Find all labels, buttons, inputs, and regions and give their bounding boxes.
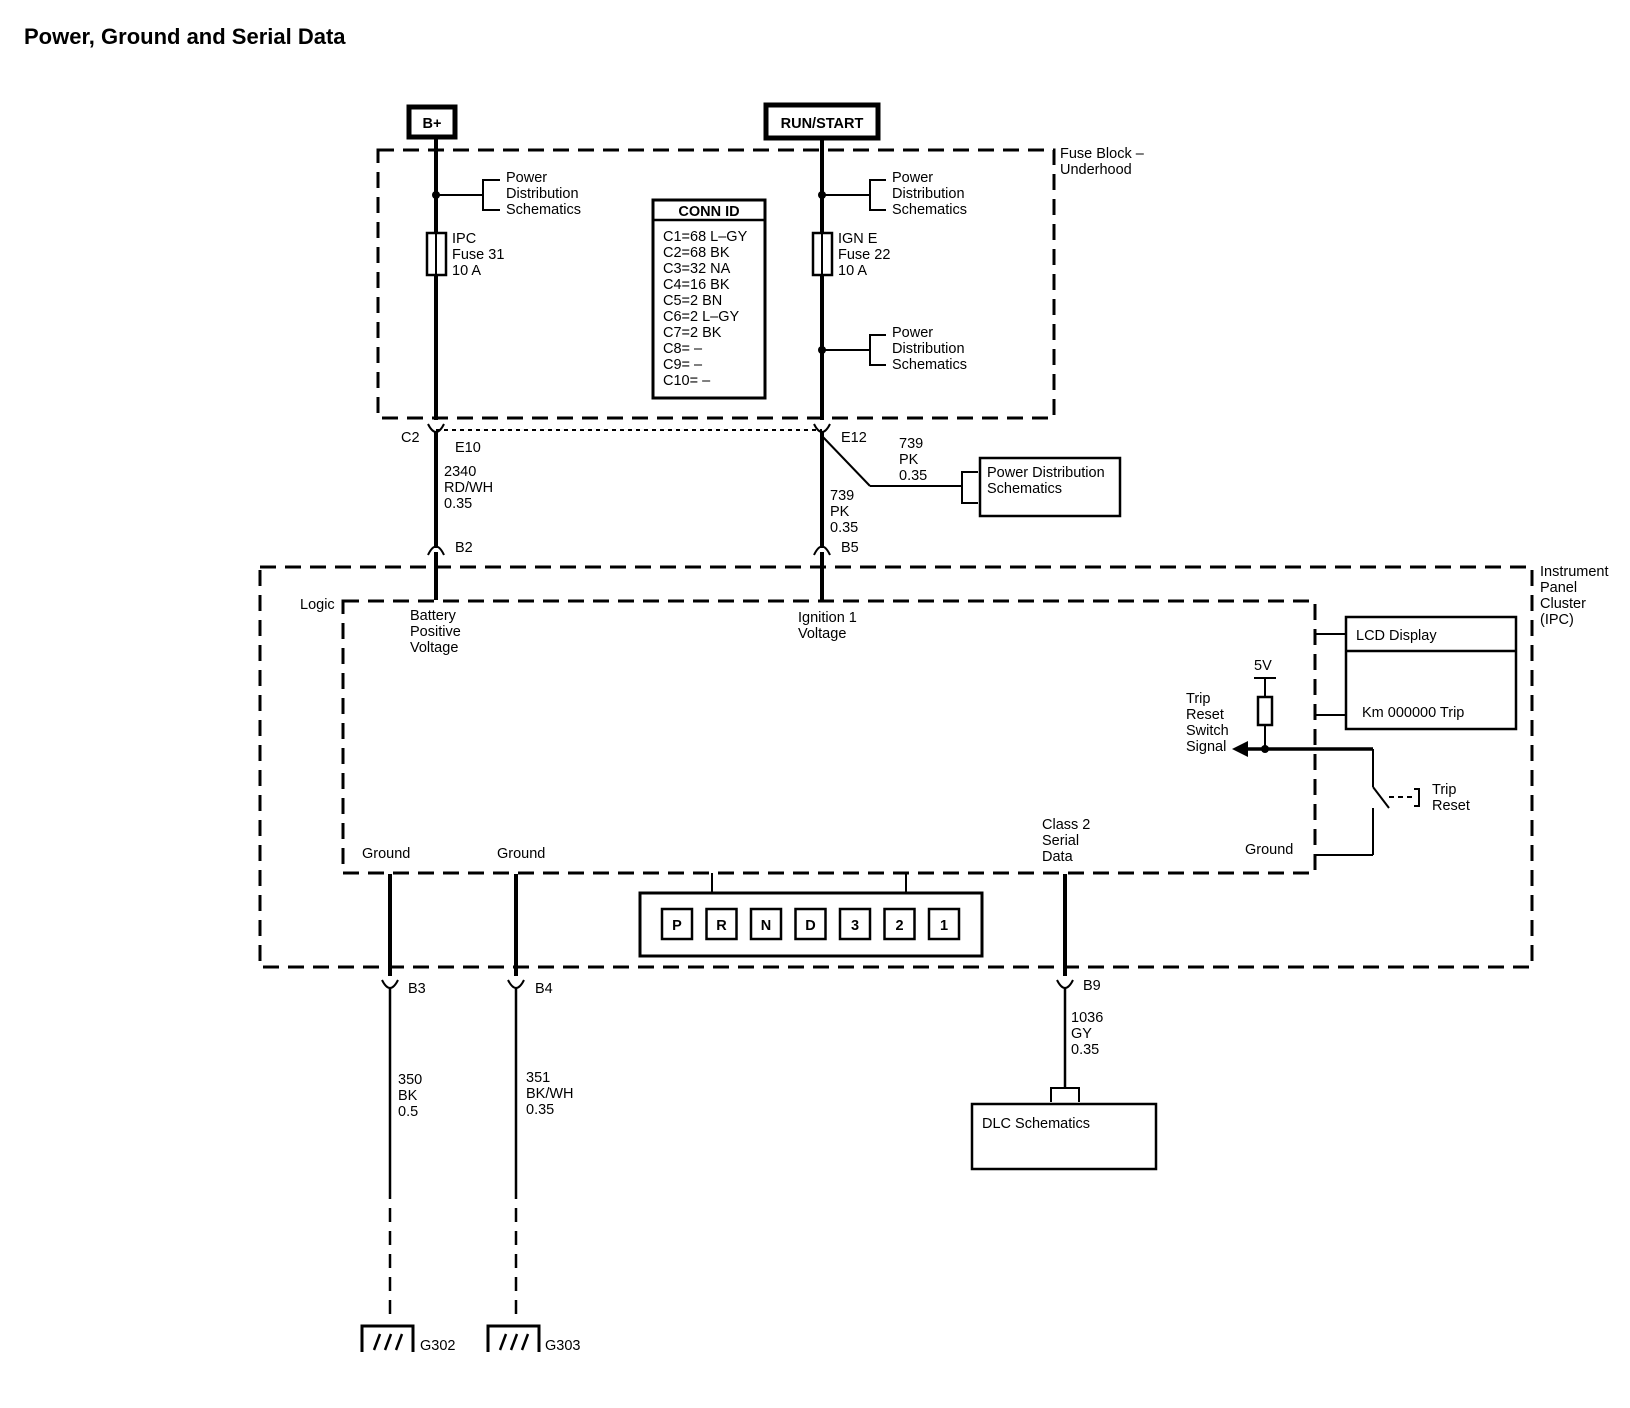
fuse-block-outline xyxy=(376,148,1056,420)
ignition-source-label: RUN/START xyxy=(781,116,864,132)
ground-label-2: Ground xyxy=(497,846,545,862)
battery-source-label: B+ xyxy=(423,116,442,132)
prndl-indicator: P R N D 3 2 1 xyxy=(638,873,984,958)
b3-label: B3 xyxy=(408,981,426,997)
e10-label: E10 xyxy=(455,440,481,456)
lcd-display: LCD Display Km 000000 Trip xyxy=(1344,615,1518,731)
power-dist-bracket xyxy=(482,179,500,211)
svg-text:DLC Schematics: DLC Schematics xyxy=(982,1116,1090,1132)
logic-label: Logic xyxy=(300,597,335,613)
signal-arrow-icon xyxy=(1232,741,1248,757)
dlc-box: DLC Schematics xyxy=(970,1102,1158,1171)
ipc-outline xyxy=(258,565,1534,969)
svg-text:Power Distribution Schem: Power Distribution Schematics xyxy=(987,465,1109,497)
power-dist-label-3: Power Distribution Schematics xyxy=(892,325,969,373)
g302-label: G302 xyxy=(420,1338,455,1354)
wire-739-branch xyxy=(821,435,871,487)
five-v-label: 5V xyxy=(1254,658,1272,674)
power-dist-label-2: Power Distribution Schematics xyxy=(892,170,969,218)
power-dist-label-1: Power Distribution Schematics xyxy=(506,170,583,218)
ground-symbol-g303: G303 xyxy=(486,1324,580,1354)
prndl-letter: N xyxy=(761,918,771,934)
g303-label: G303 xyxy=(545,1338,580,1354)
ign-fuse-label: IGN E Fuse 22 10 A xyxy=(838,231,894,279)
prndl-letter: 1 xyxy=(940,918,948,934)
pd-box-bracket xyxy=(961,471,978,504)
trip-reset-switch xyxy=(1372,786,1390,809)
lcd-display-reading: Km 000000 Trip xyxy=(1362,705,1464,721)
wire-350-label: 350 BK 0.5 xyxy=(398,1072,426,1120)
c2-label: C2 xyxy=(401,430,420,446)
wire-2340-label: 2340 RD/WH 0.35 xyxy=(444,464,497,512)
wire-1036-label: 1036 GY 0.35 xyxy=(1071,1010,1107,1058)
ground-symbol-g302: G302 xyxy=(360,1324,455,1354)
trip-reset-label: Trip Reset xyxy=(1432,782,1470,814)
ignition-voltage-label: Ignition 1 Voltage xyxy=(798,610,861,642)
battery-voltage-label: Battery Positive Voltage xyxy=(410,608,465,656)
page-title: Power, Ground and Serial Data xyxy=(24,24,346,49)
prndl-cell xyxy=(705,907,738,941)
wire-739-label: 739 PK 0.35 xyxy=(830,488,858,536)
prndl-cell xyxy=(927,907,961,941)
ipc-fuse-label: IPC Fuse 31 10 A xyxy=(452,231,508,279)
prndl-cell xyxy=(794,907,827,941)
b5-connector xyxy=(813,545,831,556)
prndl-cell xyxy=(660,907,694,941)
b9-connector xyxy=(1056,979,1074,989)
e12-label: E12 xyxy=(841,430,867,446)
b2-label: B2 xyxy=(455,540,473,556)
conn-id-rows: C1=68 L–GY C2=68 BK C3=32 NA C4=16 BK C5… xyxy=(663,229,751,389)
ground-right-label: Ground xyxy=(1245,842,1293,858)
trip-signal-label: Trip Reset Switch Signal xyxy=(1186,691,1233,755)
wire-739-branch-label: 739 PK 0.35 xyxy=(899,436,927,484)
logic-outline xyxy=(341,599,1317,875)
prndl-letter: R xyxy=(716,918,727,934)
ground-label-1: Ground xyxy=(362,846,410,862)
class2-label: Class 2 Serial Data xyxy=(1042,817,1094,865)
wire-351-label: 351 BK/WH 0.35 xyxy=(526,1070,578,1118)
prndl-cell xyxy=(838,907,872,941)
prndl-letter: 2 xyxy=(895,918,903,934)
prndl-letter: D xyxy=(805,918,815,934)
prndl-letter: P xyxy=(672,918,682,934)
conn-id-header: CONN ID xyxy=(678,204,739,220)
prndl-cell xyxy=(749,907,783,941)
b3-connector xyxy=(381,979,399,989)
battery-source: B+ xyxy=(406,104,458,140)
ipc-label: Instrument Panel Cluster (IPC) xyxy=(1540,564,1613,628)
lcd-display-title: LCD Display xyxy=(1356,628,1437,644)
power-distribution-box: Power Distribution Schematics xyxy=(978,456,1122,518)
b4-connector xyxy=(507,979,525,989)
ignition-source: RUN/START xyxy=(763,102,881,141)
b2-connector xyxy=(427,545,445,556)
b5-label: B5 xyxy=(841,540,859,556)
conn-id-table: CONN ID C1=68 L–GY C2=68 BK C3=32 NA C4=… xyxy=(651,198,767,400)
svg-text:Fuse Block –Underhood: Fuse Block –Underhood xyxy=(1060,146,1145,178)
b4-label: B4 xyxy=(535,981,553,997)
prndl-letter: 3 xyxy=(851,918,859,934)
pullup-resistor xyxy=(1256,695,1274,727)
prndl-cell xyxy=(883,907,916,941)
b9-label: B9 xyxy=(1083,978,1101,994)
fuse-block-label: Fuse Block –Underhood xyxy=(1060,146,1145,178)
